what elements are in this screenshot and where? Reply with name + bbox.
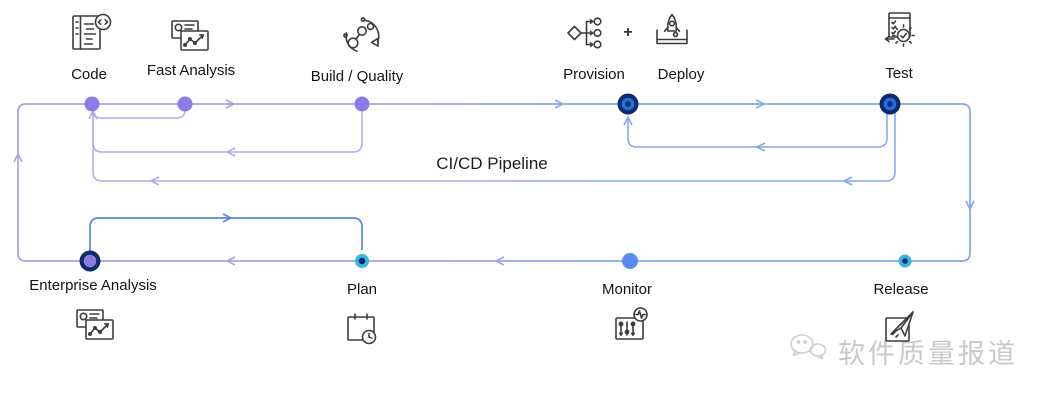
monitor-node-dot (622, 253, 638, 269)
stage-label-code: Code (71, 66, 107, 83)
enterprise-to-plan-line (89, 217, 363, 251)
stage-label-plan: Plan (346, 281, 378, 298)
enterprise-analysis-node-dot (79, 250, 101, 272)
diagram-title: CI/CD Pipeline (436, 154, 548, 173)
stage-node-dots (79, 93, 912, 272)
watermark: 软件质量报道 (786, 330, 1018, 373)
flow-arrowheads (13, 99, 975, 266)
stage-label-deploy: Deploy (657, 66, 705, 83)
arrow-left-test-to-provision (755, 142, 766, 152)
arrow-right-enterprise-arc (222, 213, 233, 223)
arrow-right-top-3 (755, 99, 766, 109)
arrow-left-build-feedback (225, 147, 236, 157)
arrow-right-top-2 (554, 99, 565, 109)
provision-icon (561, 9, 609, 57)
arrow-up-left-edge (13, 152, 23, 163)
arrow-down-right-edge (965, 200, 975, 211)
main-pipeline-loop (17, 103, 971, 262)
test-to-provision-line (627, 108, 888, 148)
deploy-icon (648, 9, 696, 57)
stage-label-build-quality: Build / Quality (310, 68, 404, 85)
build-quality-icon (338, 12, 386, 60)
stage-label-enterprise-analysis: Enterprise Analysis (29, 277, 157, 294)
test-node-dot (879, 93, 901, 115)
arrow-left-bottom-2 (225, 256, 236, 266)
build-to-code-line (92, 109, 363, 153)
stage-label-test: Test (885, 65, 913, 82)
arrow-up-into-provision (623, 115, 633, 126)
test-to-code-line (92, 107, 896, 182)
watermark-text: 软件质量报道 (838, 339, 1018, 369)
arrow-left-test-feedback-left (149, 176, 160, 186)
fast-analysis-node-dot (177, 96, 193, 112)
stage-label-monitor: Monitor (601, 281, 653, 298)
arrow-right-top-1 (225, 99, 236, 109)
right-down-line (961, 103, 971, 262)
wechat-icon (786, 330, 834, 373)
arrow-left-test-feedback-right (842, 176, 853, 186)
monitor-icon (606, 303, 654, 351)
left-return-line (17, 103, 27, 262)
plan-node-dot (355, 254, 369, 268)
stage-label-release: Release (873, 281, 929, 298)
plan-icon (338, 304, 386, 352)
stage-label-fast-analysis: Fast Analysis (146, 62, 236, 79)
fast-analysis-icon (166, 12, 214, 60)
plus-sign: + (623, 24, 633, 41)
test-icon (874, 8, 922, 56)
code-node-dot (84, 96, 100, 112)
stage-label-provision: Provision (563, 66, 625, 83)
enterprise-analysis-icon (71, 301, 119, 349)
release-node-dot (898, 254, 912, 268)
arrow-left-bottom-1 (494, 256, 505, 266)
release-icon (876, 303, 924, 351)
build-quality-node-dot (354, 96, 370, 112)
provision-node-dot (617, 93, 639, 115)
code-icon (66, 9, 114, 57)
fast-analysis-to-code-line (92, 109, 186, 119)
